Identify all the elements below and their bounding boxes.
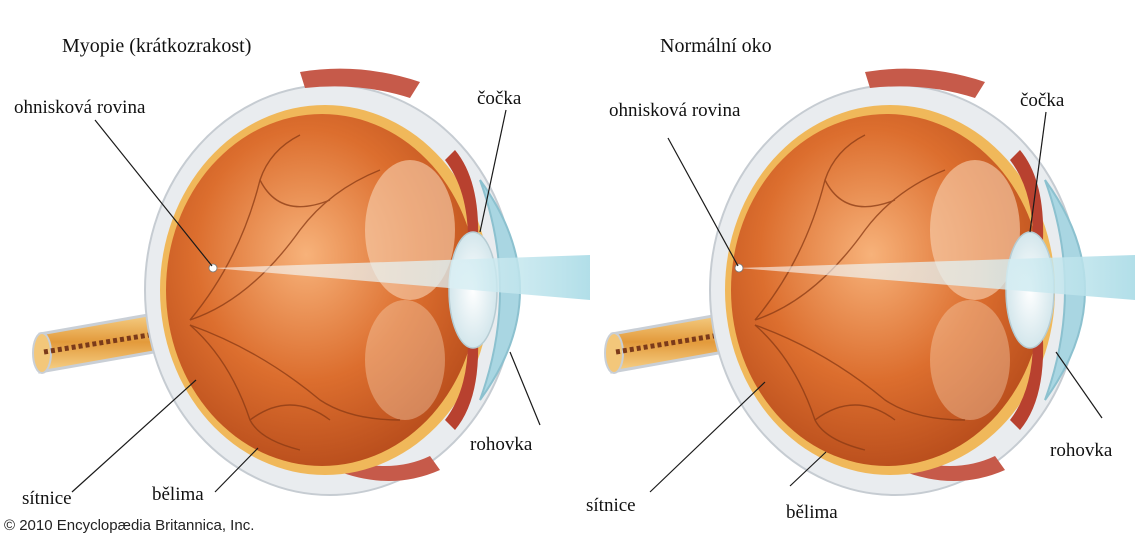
label-sclera: bělima [152, 484, 204, 505]
panel-title: Myopie (krátkozrakost) [62, 35, 251, 57]
optic-nerve-end [33, 333, 51, 373]
label-retina: sítnice [22, 488, 72, 509]
panel-normal: Normální oko [586, 35, 1135, 523]
label-focal-plane: ohnisková rovina [609, 100, 741, 121]
label-retina: sítnice [586, 495, 636, 516]
label-lens: čočka [477, 88, 522, 109]
panel-myopia: Myopie (krátkozrakost) [14, 35, 590, 509]
optic-nerve-end [605, 333, 623, 373]
label-cornea: rohovka [1050, 440, 1113, 461]
focal-point [209, 264, 217, 272]
eye-illustration [605, 69, 1135, 495]
focal-point [735, 264, 743, 272]
vitreous-highlight [365, 300, 445, 420]
copyright-credit: © 2010 Encyclopædia Britannica, Inc. [4, 517, 254, 534]
label-lens: čočka [1020, 90, 1065, 111]
eye-illustration [33, 69, 590, 495]
vitreous-highlight [930, 300, 1010, 420]
label-sclera: bělima [786, 502, 838, 523]
label-focal-plane: ohnisková rovina [14, 97, 146, 118]
panel-title: Normální oko [660, 35, 772, 57]
label-cornea: rohovka [470, 434, 533, 455]
